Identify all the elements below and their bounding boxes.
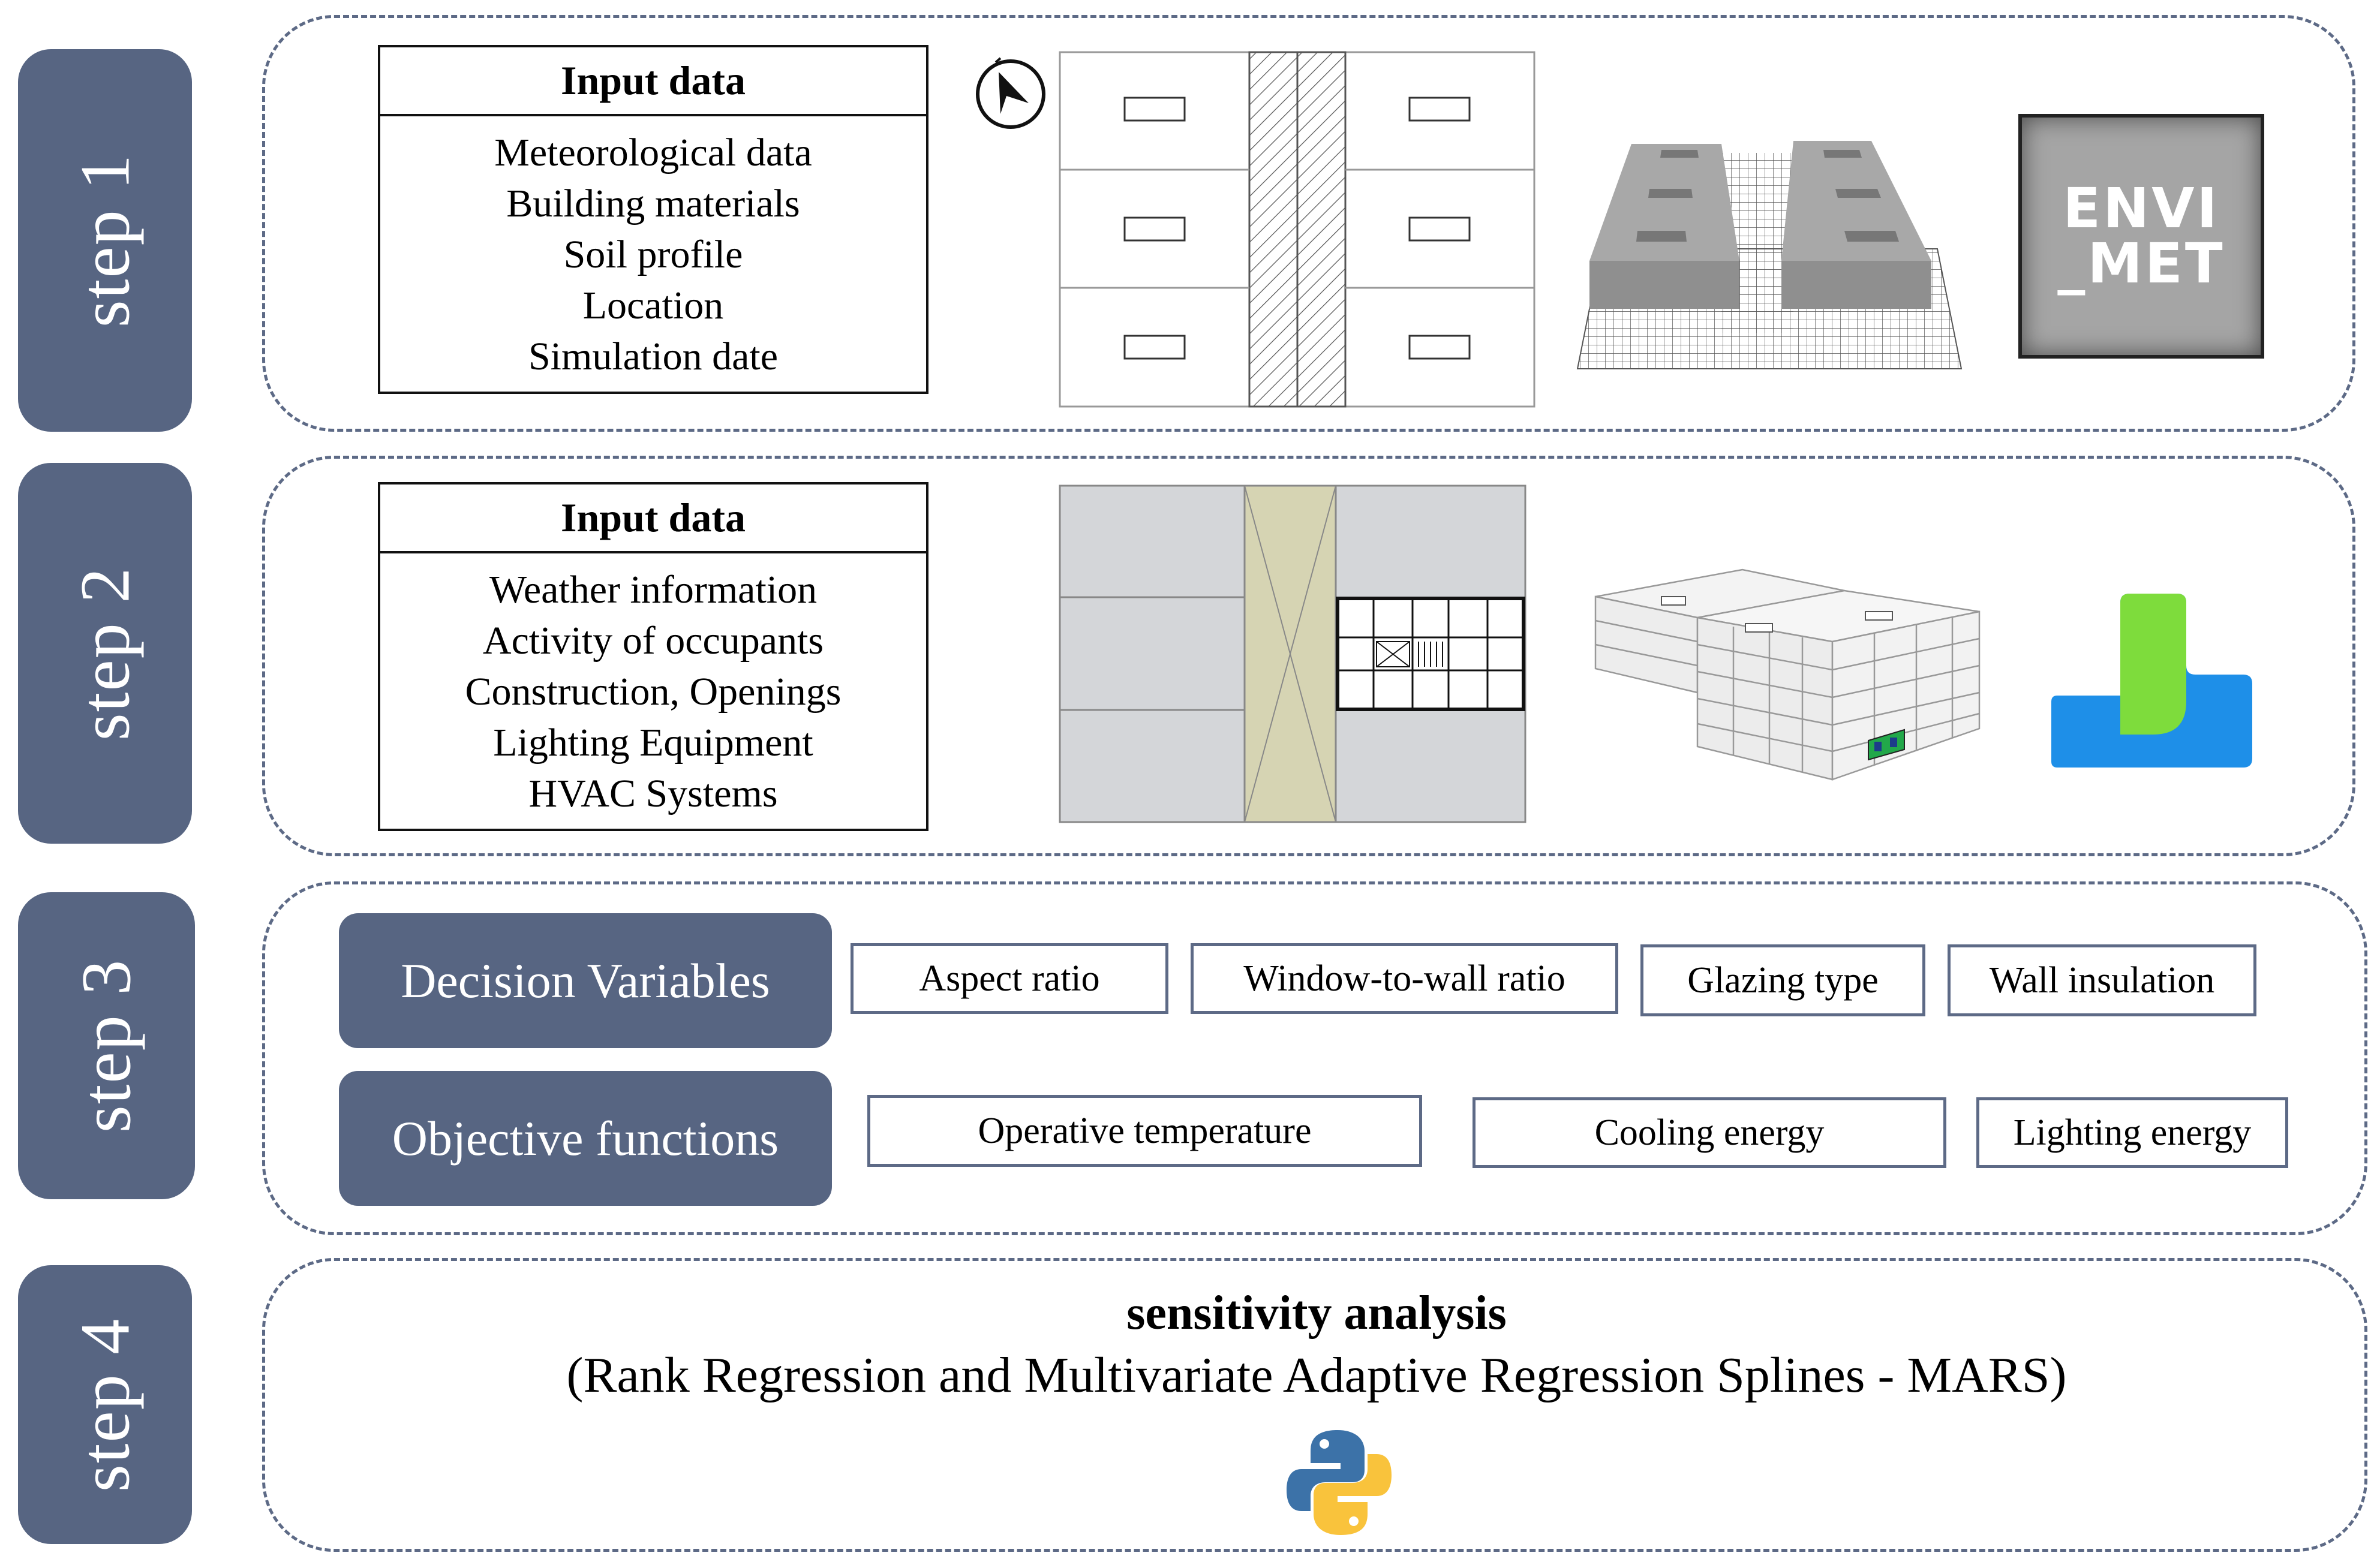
step-3-tab: step 3 [18, 892, 195, 1199]
designbuilder-3d-model [1594, 568, 1981, 781]
envi-logo-line1: ENVI [2063, 176, 2220, 240]
step-1-label: step 1 [65, 153, 144, 328]
step-2-label: step 2 [65, 566, 144, 741]
objective-operative-temperature: Operative temperature [867, 1095, 1422, 1167]
step-1-item: Simulation date [528, 335, 779, 378]
site-plan-envimet [1059, 51, 1535, 408]
objective-functions-label: Objective functions [339, 1071, 832, 1206]
envimet-3d-model [1576, 141, 1963, 369]
step-4-panel [262, 1258, 2367, 1552]
step-1-item: Soil profile [563, 233, 743, 276]
step-2-item: HVAC Systems [528, 772, 778, 815]
decision-variable-window-to-wall-ratio: Window-to-wall ratio [1191, 943, 1618, 1014]
designbuilder-logo [2051, 594, 2252, 768]
compass-icon [976, 57, 1045, 129]
sensitivity-analysis-subtitle: (Rank Regression and Multivariate Adapti… [566, 1347, 2067, 1403]
step-2-item: Lighting Equipment [493, 721, 813, 765]
step-3-panel [262, 881, 2367, 1235]
step-1-table-title: Input data [380, 47, 926, 116]
step-1-item: Meteorological data [494, 131, 812, 174]
decision-variable-wall-insulation: Wall insulation [1948, 944, 2256, 1016]
sensitivity-analysis-title: sensitivity analysis [1126, 1287, 1507, 1340]
step-1-item: Location [582, 284, 724, 327]
step-2-item: Weather information [489, 568, 818, 612]
step-2-panel [262, 456, 2355, 856]
step-4-tab: step 4 [18, 1265, 192, 1544]
site-plan-designbuilder [1059, 484, 1526, 823]
step-1-tab: step 1 [18, 49, 192, 432]
step-2-item: Construction, Openings [465, 670, 842, 714]
step-4-label: step 4 [65, 1317, 144, 1492]
decision-variable-aspect-ratio: Aspect ratio [851, 943, 1168, 1014]
step-2-item: Activity of occupants [482, 619, 824, 663]
decision-variable-glazing-type: Glazing type [1640, 944, 1925, 1016]
step-2-table-title: Input data [380, 484, 926, 553]
step-1-panel [262, 15, 2355, 432]
objective-cooling-energy: Cooling energy [1473, 1097, 1946, 1168]
step-2-tab: step 2 [18, 463, 192, 844]
step-1-item: Building materials [506, 182, 800, 225]
step-3-label: step 3 [67, 958, 146, 1133]
objective-lighting-energy: Lighting energy [1976, 1097, 2288, 1168]
decision-variables-label: Decision Variables [339, 913, 832, 1048]
envi-logo-line2: _MET [2057, 231, 2225, 296]
step-2-input-table: Input data Weather information Activity … [378, 482, 928, 831]
step-1-input-table: Input data Meteorological data Building … [378, 45, 928, 394]
envi-met-logo: ENVI _MET [2018, 114, 2264, 359]
python-logo [1287, 1430, 1392, 1535]
